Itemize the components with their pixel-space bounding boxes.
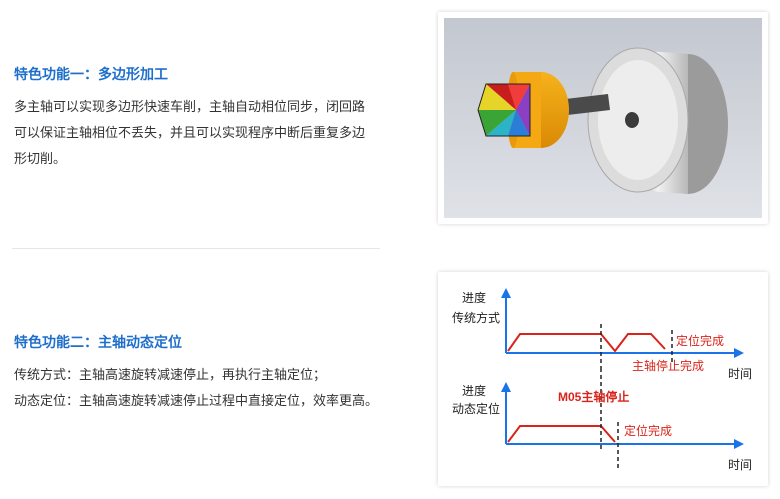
bottom-plot-axes [501,382,744,449]
top-note-position-done: 定位完成 [676,333,724,348]
top-note-spindle-stopped: 主轴停止完成 [632,358,704,373]
feature-1-title: 特色功能一：多边形加工 [14,66,168,82]
section-divider [12,248,380,249]
feature-2-line: 动态定位：主轴高速旋转减速停止过程中直接定位，效率更高。 [14,393,379,408]
feature-2-line: 传统方式：主轴高速旋转减速停止，再执行主轴定位； [14,367,327,382]
feature-1-line: 形切削。 [14,151,67,166]
top-xlabel-time: 时间 [728,367,752,381]
spindle-positioning-diagram: 进度 传统方式 定位完成 主轴停止完成 时间 进度 动态定位 M05主轴停止 定… [452,288,752,472]
polygon-machining-illustration-card [438,12,768,224]
bottom-ylabel-progress: 进度 [462,383,486,398]
cutter-drum [587,47,728,194]
feature-2-title: 特色功能二：主轴动态定位 [14,334,182,350]
bottom-note-position-done: 定位完成 [624,423,672,438]
bottom-xlabel-time: 时间 [728,458,752,472]
bottom-note-m05-stop: M05主轴停止 [558,389,629,404]
top-progress-curve [507,333,666,353]
bottom-progress-curve [507,425,616,443]
feature-1-line: 可以保证主轴相位不丢失，并且可以实现程序中断后重复多边 [14,125,366,140]
feature-2-description: 传统方式：主轴高速旋转减速停止，再执行主轴定位； 动态定位：主轴高速旋转减速停止… [14,362,378,414]
feature-1-line: 多主轴可以实现多边形快速车削，主轴自动相位同步，闭回路 [14,99,366,114]
feature-1-description: 多主轴可以实现多边形快速车削，主轴自动相位同步，闭回路 可以保证主轴相位不丢失，… [14,94,365,172]
bottom-ylabel-method: 动态定位 [452,401,500,416]
top-ylabel-method: 传统方式 [452,310,500,325]
spindle-positioning-diagram-card: 进度 传统方式 定位完成 主轴停止完成 时间 进度 动态定位 M05主轴停止 定… [438,272,768,486]
polygon-machining-illustration [444,18,762,218]
top-plot-axes [501,288,744,358]
top-ylabel-progress: 进度 [462,290,486,305]
hexagon-workpiece [477,83,531,137]
